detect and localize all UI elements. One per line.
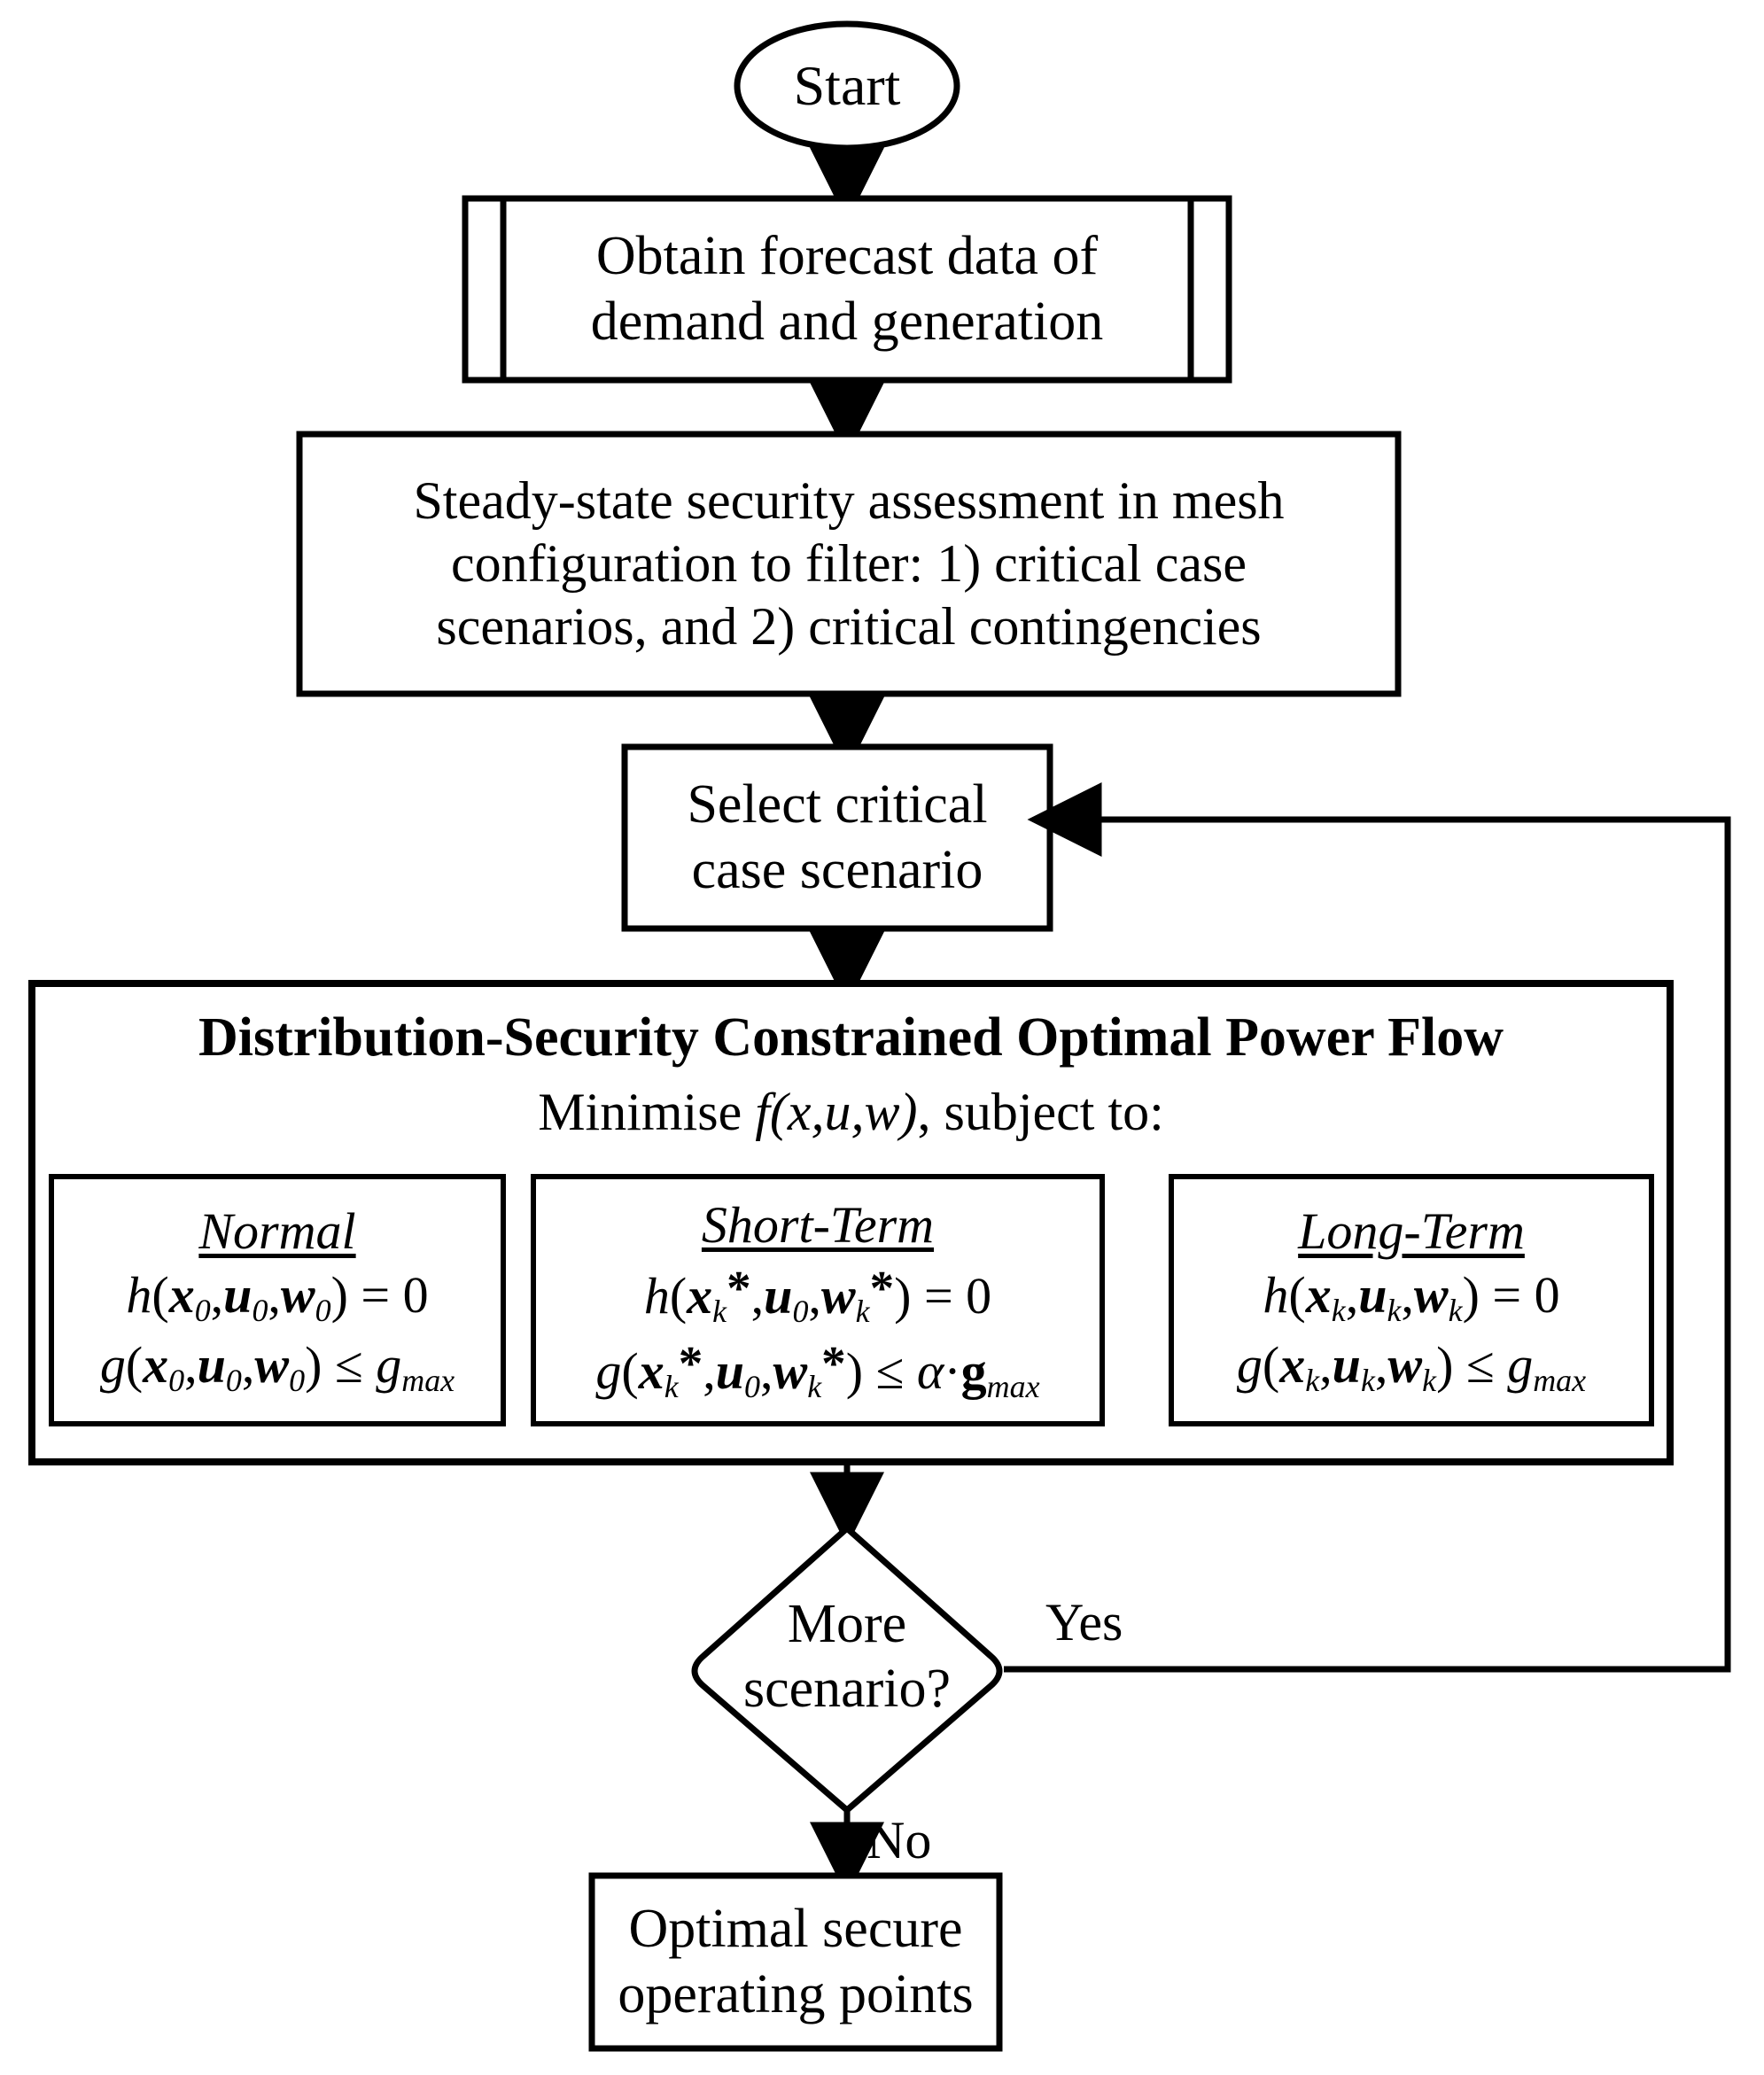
scopf-objective-function: f(x,u,w)	[755, 1082, 918, 1141]
long-term-subbox: Long-Term h(xk,uk,wk) = 0 g(xk,uk,wk) ≤ …	[1171, 1184, 1651, 1419]
normal-subbox: Normal h(x0,u0,w0) = 0 g(x0,u0,w0) ≤ gma…	[51, 1184, 503, 1419]
decision-line-2: scenario?	[742, 1659, 952, 1719]
assessment-line-1: Steady-state security assessment in mesh	[413, 471, 1285, 531]
start-node[interactable]: Start	[737, 46, 957, 126]
result-node[interactable]: Optimal secure operating points	[567, 1879, 1024, 2045]
assessment-line-2: configuration to filter: 1) critical cas…	[451, 534, 1247, 594]
select-node[interactable]: Select critical case scenario	[611, 750, 1063, 925]
long-term-inequality-equation: g(xk,uk,wk) ≤ gmax	[1236, 1336, 1587, 1399]
short-term-title: Short-Term	[701, 1196, 935, 1255]
edge-label-yes: Yes	[1045, 1592, 1123, 1653]
assessment-line-3: scenarios, and 2) critical contingencies	[436, 596, 1262, 656]
select-line-1: Select critical	[687, 774, 988, 835]
edge-label-no-text: No	[866, 1811, 932, 1869]
start-label: Start	[793, 54, 901, 118]
scopf-heading-label: Distribution-Security Constrained Optima…	[198, 1007, 1504, 1069]
long-term-equality-equation: h(xk,uk,wk) = 0	[1263, 1266, 1560, 1329]
short-term-subbox: Short-Term h(xk*,u0,wk*) = 0 g(xk*,u0,wk…	[533, 1184, 1102, 1419]
result-line-1: Optimal secure	[628, 1899, 963, 1960]
result-line-2: operating points	[618, 1963, 974, 2024]
normal-equality-equation: h(x0,u0,w0) = 0	[126, 1266, 429, 1329]
normal-title: Normal	[198, 1201, 356, 1260]
edge-label-no: No	[866, 1810, 931, 1871]
normal-inequality-equation: g(x0,u0,w0) ≤ gmax	[99, 1336, 455, 1399]
scopf-objective-prefix: Minimise	[538, 1082, 756, 1141]
scopf-objective-line: Minimise f(x,u,w), subject to:	[538, 1081, 1164, 1144]
obtain-line-2: demand and generation	[590, 291, 1104, 352]
scopf-heading: Distribution-Security Constrained Optima…	[32, 1007, 1670, 1069]
scopf-objective: Minimise f(x,u,w), subject to:	[32, 1083, 1670, 1141]
obtain-line-1: Obtain forecast data of	[595, 226, 1099, 287]
decision-node[interactable]: More scenario?	[670, 1586, 1024, 1728]
select-line-2: case scenario	[691, 839, 983, 900]
scopf-objective-suffix: , subject to:	[917, 1082, 1164, 1141]
edge-label-yes-text: Yes	[1045, 1593, 1123, 1651]
obtain-node[interactable]: Obtain forecast data of demand and gener…	[503, 202, 1191, 377]
long-term-title: Long-Term	[1298, 1201, 1525, 1260]
assessment-node[interactable]: Steady-state security assessment in mesh…	[301, 438, 1396, 690]
short-term-equality-equation: h(xk*,u0,wk*) = 0	[643, 1260, 992, 1329]
decision-line-1: More	[787, 1593, 907, 1654]
short-term-inequality-equation: g(xk*,u0,wk*) ≤ α·gmax	[595, 1336, 1040, 1405]
